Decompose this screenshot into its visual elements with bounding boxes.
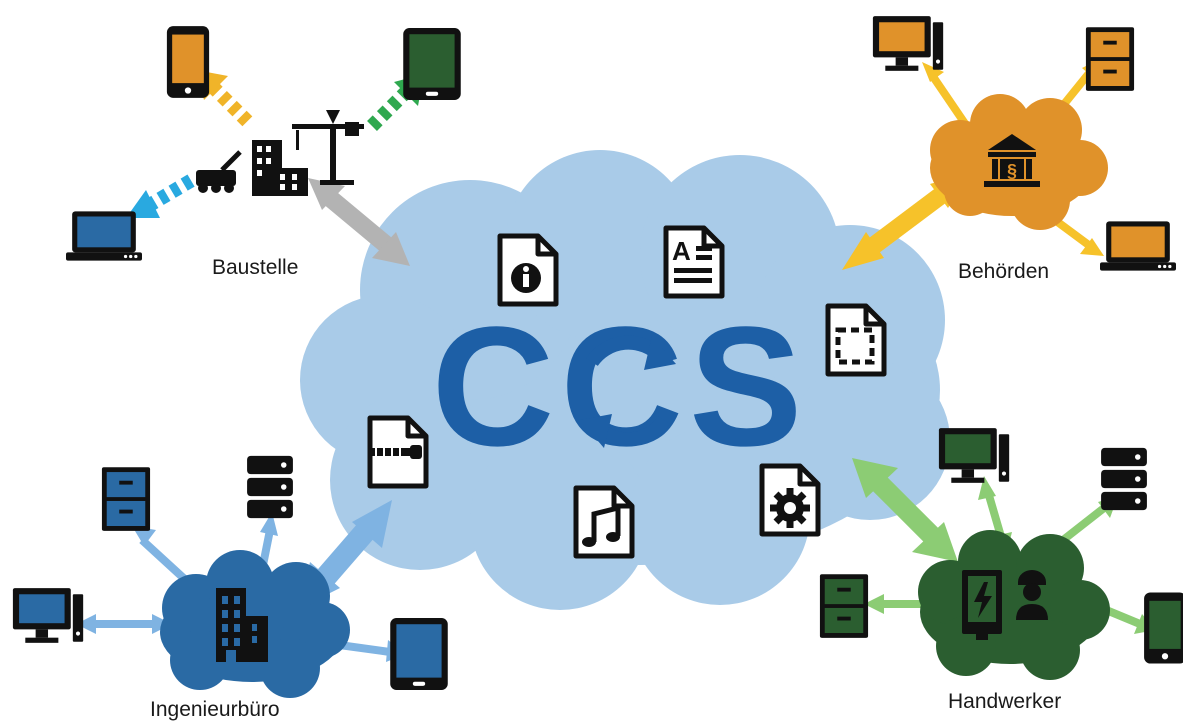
server-icon <box>247 455 293 519</box>
laptop-icon <box>1100 221 1176 271</box>
electric-panel-icon <box>962 570 1002 640</box>
text-file-icon: A <box>666 228 722 296</box>
phone-icon <box>1144 592 1183 664</box>
handwerker-label: Handwerker <box>948 690 1062 713</box>
ingenieurbuero-group <box>12 455 448 698</box>
svg-text:§: § <box>1007 161 1017 181</box>
tablet-icon <box>390 618 448 690</box>
baustelle-laptop-arrow <box>126 173 196 218</box>
laptop-icon <box>66 211 142 261</box>
info-file-icon <box>500 236 556 304</box>
ccs-logo-text: CCS <box>432 292 809 482</box>
behoerden-label: Behörden <box>958 260 1050 283</box>
audio-file-icon <box>576 488 632 556</box>
tablet-icon <box>403 28 461 100</box>
filing-cabinet-icon <box>819 574 869 638</box>
filing-cabinet-icon <box>101 467 151 531</box>
desktop-icon <box>872 16 944 71</box>
server-icon <box>1101 447 1147 511</box>
baustelle-group <box>66 26 461 266</box>
filing-cabinet-icon <box>1085 27 1135 91</box>
zip-file-icon <box>370 418 426 486</box>
ccs-sync-arrowheads <box>580 336 676 448</box>
construction-site-icon <box>196 110 364 196</box>
office-building-icon <box>216 588 268 662</box>
settings-file-icon <box>762 466 818 534</box>
government-building-icon: § <box>984 134 1040 187</box>
behoerden-group: § <box>842 16 1176 271</box>
worker-icon <box>1016 570 1048 620</box>
phone-icon <box>166 26 210 98</box>
selection-file-icon <box>828 306 884 374</box>
handwerker-group <box>819 428 1183 680</box>
ccs-logo: CCS <box>432 292 809 482</box>
baustelle-link-arrow <box>308 178 410 266</box>
svg-text:A: A <box>672 236 691 266</box>
desktop-icon <box>12 588 84 643</box>
baustelle-label: Baustelle <box>212 256 299 279</box>
desktop-icon <box>938 428 1010 483</box>
ingenieurbuero-label: Ingenieurbüro <box>150 698 280 721</box>
